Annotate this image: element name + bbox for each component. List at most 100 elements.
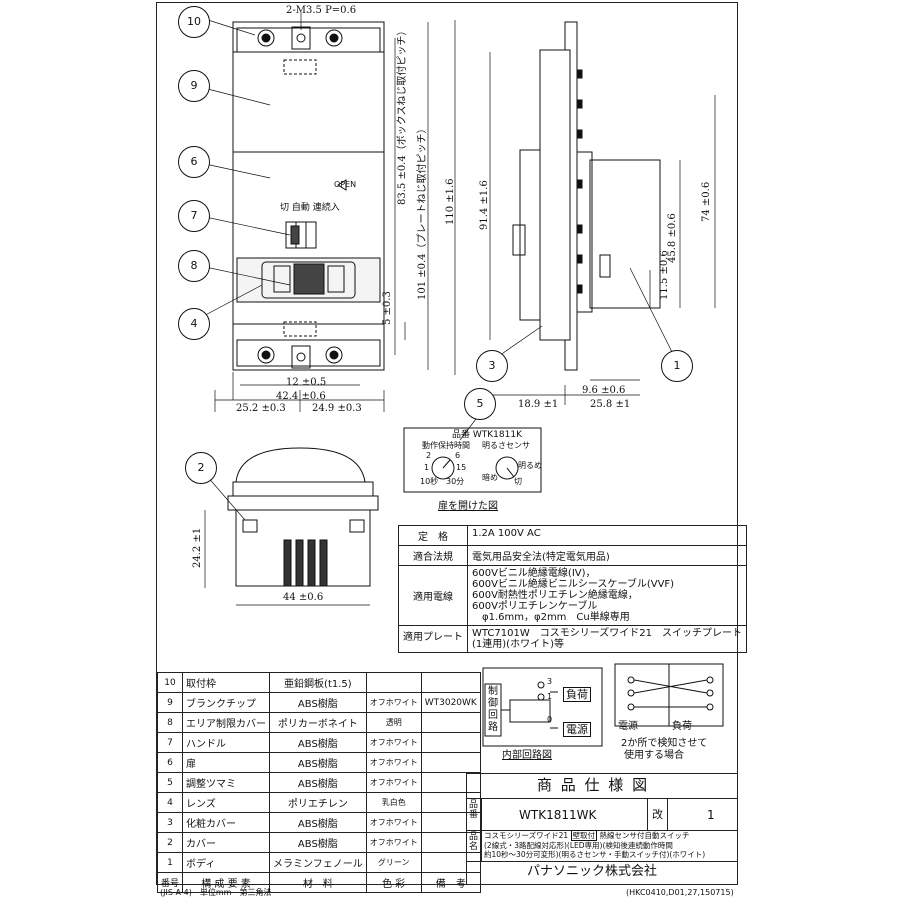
part-material: ABS樹脂 bbox=[269, 692, 367, 713]
part-no: 8 bbox=[156, 712, 184, 733]
part-color: オフホワイト bbox=[365, 692, 422, 713]
part-name: レンズ bbox=[182, 792, 271, 813]
footer-right: (HKC0410,D01,27,150715) bbox=[626, 888, 734, 897]
title-label: 商 品 仕 様 図 bbox=[537, 776, 650, 794]
panel-timer: 動作保持時間 bbox=[422, 441, 470, 450]
part-no: 10 bbox=[156, 672, 184, 693]
part-material: ポリエチレン bbox=[269, 792, 367, 813]
bottom-dimensions bbox=[204, 510, 370, 606]
circuit2-power: 電源 bbox=[618, 721, 638, 732]
callout-9: 9 bbox=[178, 70, 210, 102]
circuit2-load: 負荷 bbox=[672, 721, 692, 732]
dim-25-8: 25.8 ±1 bbox=[590, 399, 631, 410]
adjust-panel bbox=[403, 427, 542, 493]
part-material: ABS樹脂 bbox=[269, 732, 367, 753]
part-color: オフホワイト bbox=[365, 752, 422, 773]
panel-bright: 明るめ bbox=[518, 461, 542, 470]
part-no: 3 bbox=[156, 812, 184, 833]
spec-label: 適合法規 bbox=[398, 545, 468, 566]
part-no: 9 bbox=[156, 692, 184, 713]
callout-10: 10 bbox=[178, 6, 210, 38]
dim-5: 5 ±0.3 bbox=[382, 291, 393, 325]
dim-83-5: 83.5 ±0.4（ボックスねじ取付ピッチ） bbox=[397, 25, 408, 205]
kai-value: 1 bbox=[707, 808, 715, 822]
dim-9-6: 9.6 ±0.6 bbox=[582, 385, 626, 396]
front-view bbox=[232, 21, 385, 371]
part-name: ハンドル bbox=[182, 732, 271, 753]
load-label: 負荷 bbox=[563, 687, 591, 702]
part-color: グリーン bbox=[365, 852, 422, 873]
circuit2-caption-a: 2か所で検知させて bbox=[621, 738, 708, 749]
ctrl-label: 制御回路 bbox=[488, 686, 498, 733]
part-no: 5 bbox=[156, 772, 184, 793]
part-name: カバー bbox=[182, 832, 271, 853]
dim-11-5: 11.5 ±0.6 bbox=[659, 250, 670, 300]
dim-91-4: 91.4 ±1.6 bbox=[479, 180, 490, 230]
dim-25-2: 25.2 ±0.3 bbox=[236, 403, 286, 414]
open-label: OPEN bbox=[334, 180, 357, 189]
part-note bbox=[420, 712, 481, 733]
part-name: ブランクチップ bbox=[182, 692, 271, 713]
hinmei-series: コスモシリーズワイド21 bbox=[484, 831, 569, 840]
panel-t6: 30分 bbox=[446, 477, 465, 486]
part-color: 透明 bbox=[365, 712, 422, 733]
callout-8: 8 bbox=[178, 250, 210, 282]
circuit-2way bbox=[614, 663, 724, 727]
parts-header: 番号 構 成 要 素 材 料 色 彩 備 考 bbox=[156, 872, 481, 893]
dim-101: 101 ±0.4（プレートねじ取付ピッチ） bbox=[417, 123, 428, 300]
spec-value: 電気用品安全法(特定電気用品) bbox=[467, 545, 747, 566]
part-note bbox=[420, 672, 481, 693]
part-note bbox=[420, 732, 481, 753]
bottom-view bbox=[227, 447, 379, 587]
spec-label: 適用プレート bbox=[398, 625, 468, 653]
spec-value: 1.2A 100V AC bbox=[467, 525, 747, 546]
callout-5: 5 bbox=[464, 388, 496, 420]
panel-model: 品番 WTK1811K bbox=[452, 430, 522, 440]
side-view bbox=[512, 21, 661, 371]
spec-value: WTC7101W コスモシリーズワイド21 スイッチプレート (1連用)(ホワイ… bbox=[467, 625, 747, 653]
footer-left: (JIS A-4) 単位mm 第三角法 bbox=[160, 888, 272, 897]
callout-4: 4 bbox=[178, 308, 210, 340]
part-note: WT3020WK bbox=[420, 692, 481, 713]
part-material: ABS樹脂 bbox=[269, 752, 367, 773]
node-0: 0 bbox=[547, 715, 553, 724]
dim-74: 74 ±0.6 bbox=[701, 181, 712, 222]
part-material: 亜鉛鋼板(t1.5) bbox=[269, 672, 367, 693]
circuit2-caption-b: 使用する場合 bbox=[624, 750, 684, 761]
circuit-internal bbox=[482, 667, 603, 747]
header-color: 色 彩 bbox=[365, 872, 422, 893]
dim-110: 110 ±1.6 bbox=[445, 178, 456, 225]
part-material: ABS樹脂 bbox=[269, 812, 367, 833]
panel-t1: 2 bbox=[426, 451, 432, 460]
hinmei-product: 熱線センサ付自動スイッチ bbox=[599, 831, 690, 840]
header-name: 構 成 要 素 bbox=[182, 872, 271, 893]
spec-label: 適用電線 bbox=[398, 565, 468, 626]
part-color: オフホワイト bbox=[365, 832, 422, 853]
side-dimensions bbox=[489, 52, 716, 405]
header-note: 備 考 bbox=[420, 872, 481, 893]
part-name: 化粧カバー bbox=[182, 812, 271, 833]
panel-t4: 15 bbox=[456, 463, 467, 472]
circuit-caption: 内部回路図 bbox=[502, 750, 552, 761]
panel-t2: 6 bbox=[455, 451, 461, 460]
part-material: ABS樹脂 bbox=[269, 772, 367, 793]
mode-labels: 切 自動 連続入 bbox=[280, 203, 340, 213]
dim-24-9: 24.9 ±0.3 bbox=[312, 403, 362, 414]
panel-off: 切 bbox=[514, 477, 522, 486]
callout-3: 3 bbox=[476, 350, 508, 382]
node-1: 1 bbox=[547, 692, 553, 701]
hinmei-line3: 約10秒～30分可変形)(明るさセンサ・手動スイッチ付)(ホワイト) bbox=[484, 850, 706, 859]
node-3: 3 bbox=[547, 677, 553, 686]
header-no: 番号 bbox=[156, 872, 184, 893]
kai-label: 改 bbox=[652, 808, 663, 821]
dim-24-2: 24.2 ±1 bbox=[192, 527, 203, 568]
